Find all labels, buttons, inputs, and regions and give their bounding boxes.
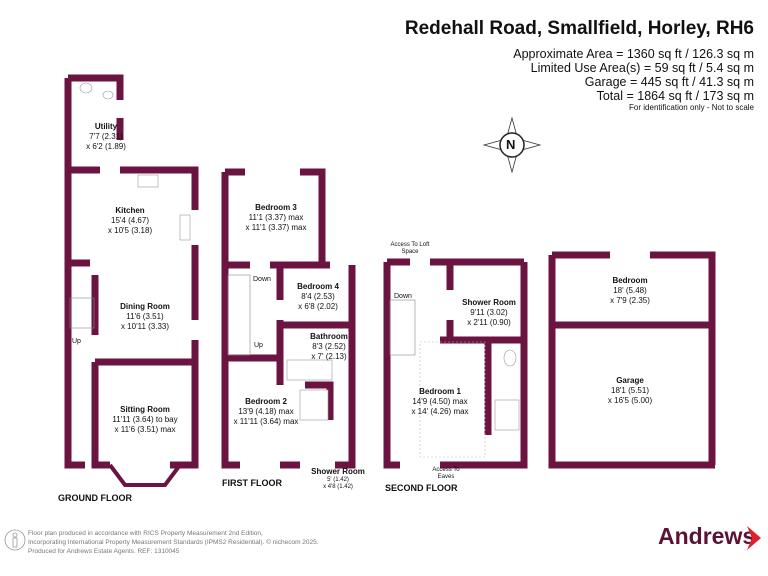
eaves-access-label: Access To Eaves: [432, 467, 460, 480]
stairs: [69, 274, 416, 356]
scale-note: For identification only - Not to scale: [629, 103, 754, 112]
garage-area: Garage = 445 sq ft / 41.3 sq m: [584, 75, 754, 89]
second-floor-label: SECOND FLOOR: [385, 483, 458, 493]
fixtures: [79, 82, 520, 431]
stairs-up-label: Up: [72, 338, 81, 345]
andrews-logo: Andrews: [658, 523, 756, 549]
limited-use-area: Limited Use Area(s) = 59 sq ft / 5.4 sq …: [530, 61, 754, 75]
footer-line: Produced for Andrews Estate Agents. REF:…: [28, 548, 180, 555]
stairs-down-label: Down: [394, 293, 412, 300]
total-area: Total = 1864 sq ft / 173 sq m: [596, 89, 754, 103]
compass-icon: [482, 116, 542, 174]
approximate-area: Approximate Area = 1360 sq ft / 126.3 sq…: [513, 47, 754, 61]
dashed-lines: [419, 341, 486, 458]
person-icon: [4, 529, 26, 551]
footer-notes: Floor plan produced in accordance with R…: [28, 529, 319, 556]
property-title: Redehall Road, Smallfield, Horley, RH6: [404, 18, 754, 39]
stairs-up-label: Up: [254, 342, 263, 349]
footer-line: Incorporating International Property Mea…: [28, 539, 319, 546]
loft-access-label: Access To Loft Space: [390, 242, 430, 255]
footer-line: Floor plan produced in accordance with R…: [28, 530, 263, 537]
chevron-right-logo-icon: [747, 526, 761, 550]
ground-floor-label: GROUND FLOOR: [58, 493, 132, 503]
stairs-down-label: Down: [253, 276, 271, 283]
first-floor-label: FIRST FLOOR: [222, 478, 282, 488]
walls: [64, 74, 716, 487]
compass-north-label: N: [506, 137, 516, 152]
